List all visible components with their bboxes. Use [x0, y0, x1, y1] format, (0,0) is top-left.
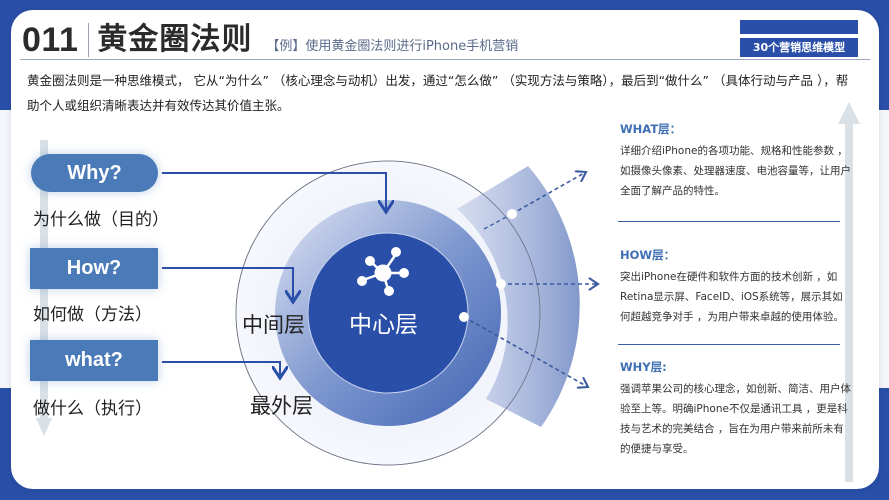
why-description: 为什么做（目的） [33, 210, 169, 230]
series-badge: 30个营销思维模型 [740, 38, 858, 57]
what-pill: what? [30, 340, 158, 381]
what-connector [158, 361, 280, 378]
what-info-body: 详细介绍iPhone的各项功能、规格和性能参数 ，如摄像头像素、处理器速度、电池… [620, 145, 851, 197]
middle-layer-label: 中间层 [242, 313, 305, 337]
why-info-title: WHY层: [620, 360, 667, 374]
left-timeline-arrow-icon [36, 418, 52, 436]
how-info-panel: HOW层： 突出iPhone在硬件和软件方面的技术创新 ，如Retina显示屏、… [620, 247, 852, 327]
how-description: 如何做（方法） [33, 305, 152, 325]
how-connector [158, 267, 293, 302]
header-divider [20, 59, 870, 60]
badge-top-bar [740, 20, 858, 34]
what-info-title: WHAT层： [620, 122, 682, 136]
why-pill: Why? [31, 154, 158, 192]
what-info-panel: WHAT层： 详细介绍iPhone的各项功能、规格和性能参数 ，如摄像头像素、处… [620, 121, 852, 201]
center-circle [307, 232, 469, 394]
page-header: 011 黄金圈法则 【例】使用黄金圈法则进行iPhone手机营销 [22, 18, 518, 60]
how-pill: How? [30, 248, 158, 289]
why-info-panel: WHY层: 强调苹果公司的核心理念，如创新、简洁、用户体验至上等。明确iPhon… [620, 359, 852, 459]
network-hub-icon [357, 247, 409, 296]
what-description: 做什么（执行） [33, 399, 152, 419]
right-timeline-arrow-icon [838, 102, 860, 124]
center-layer-label: 中心层 [349, 312, 418, 338]
what-leader [511, 172, 586, 215]
page-number: 011 [22, 21, 79, 59]
fan-segment [457, 166, 580, 427]
how-info-body: 突出iPhone在硬件和软件方面的技术创新 ，如Retina显示屏、FaceID… [620, 271, 844, 323]
right-timeline-bar [845, 120, 853, 482]
why-info-body: 强调苹果公司的核心理念，如创新、简洁、用户体验至上等。明确iPhone不仅是通讯… [620, 383, 851, 455]
page-title: 黄金圈法则 [97, 22, 253, 57]
why-leader [463, 316, 588, 387]
outer-layer-label: 最外层 [250, 394, 313, 418]
title-divider [88, 23, 90, 57]
page-subtitle: 【例】使用黄金圈法则进行iPhone手机营销 [266, 39, 519, 54]
how-info-title: HOW层： [620, 248, 676, 262]
info-divider-2 [618, 344, 840, 345]
info-divider-1 [618, 221, 840, 222]
intro-text: 黄金圈法则是一种思维模式， 它从“为什么” （核心理念与动机）出发，通过“怎么做… [27, 73, 849, 113]
why-connector [158, 172, 386, 212]
